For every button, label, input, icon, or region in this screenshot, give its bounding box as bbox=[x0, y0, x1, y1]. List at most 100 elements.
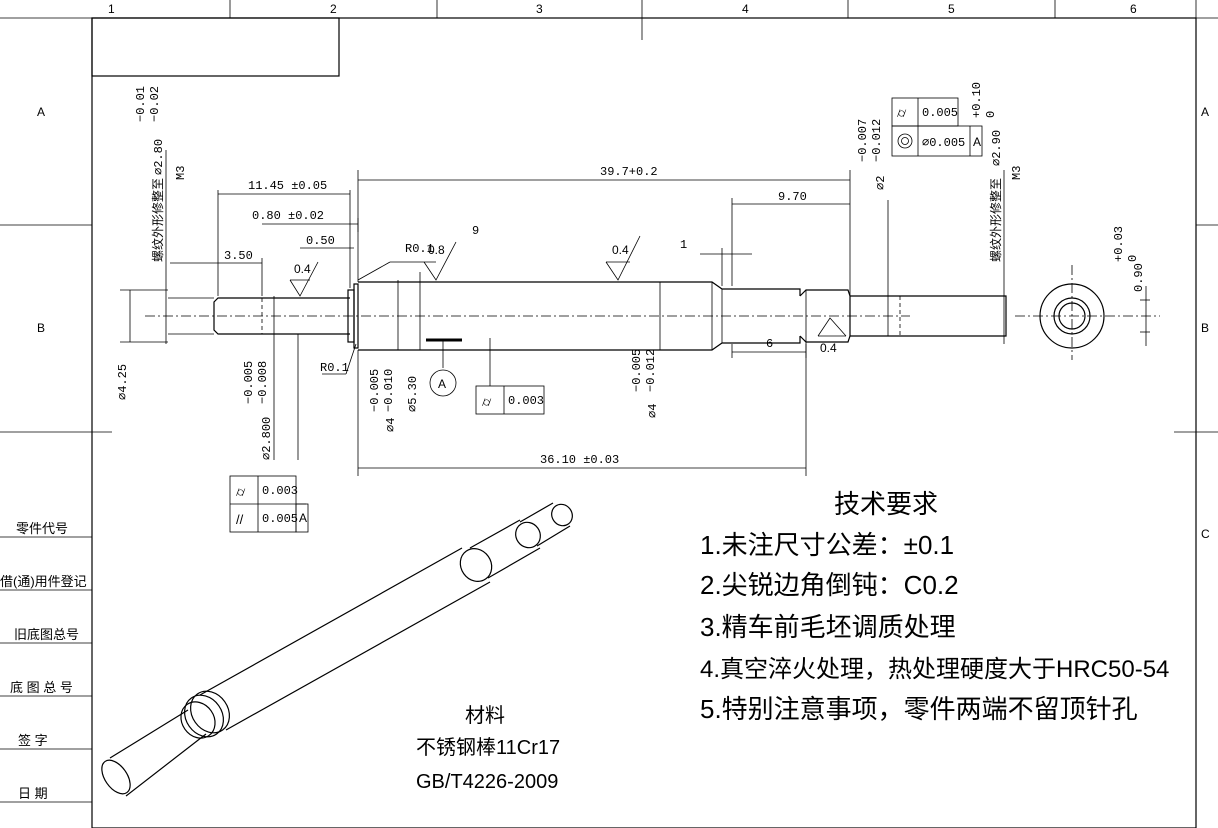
row-letter: B bbox=[37, 321, 45, 335]
side-table-label: 底 图 总 号 bbox=[10, 680, 73, 695]
tolerance-line: 0 bbox=[1126, 255, 1140, 262]
parallelism-symbol: // bbox=[236, 512, 244, 527]
col-number: 3 bbox=[536, 2, 543, 16]
side-table-label: 旧底图总号 bbox=[14, 627, 79, 642]
dimension-lines bbox=[120, 150, 1150, 476]
tech-item: 2.尖锐边角倒钝：C0.2 bbox=[700, 570, 959, 600]
dim-text: M3 bbox=[1010, 166, 1024, 180]
gdt-value: 0.003 bbox=[508, 394, 544, 408]
dim-text: ∅2.800 bbox=[260, 417, 274, 460]
tech-item: 5.特别注意事项，零件两端不留顶针孔 bbox=[700, 694, 1138, 724]
dim-text: ∅4 bbox=[646, 404, 660, 418]
dim-text: 9.70 bbox=[778, 190, 807, 204]
side-table-label: 签 字 bbox=[18, 733, 48, 748]
gdt-ref: A bbox=[299, 511, 307, 525]
tolerance: +0.030 bbox=[1112, 226, 1140, 262]
concentricity-symbol bbox=[897, 133, 913, 149]
tolerance-line: −0.005 bbox=[368, 369, 382, 412]
tolerance-line: −0.012 bbox=[870, 119, 884, 162]
tolerance-line: −0.010 bbox=[382, 369, 396, 412]
tolerance-line: −0.012 bbox=[644, 349, 658, 392]
tolerance-line: −0.007 bbox=[856, 119, 870, 162]
tolerance-line: −0.005 bbox=[242, 361, 256, 404]
tolerance: −0.01−0.02 bbox=[134, 86, 162, 122]
row-letter: A bbox=[1201, 105, 1209, 119]
gdt-value: 0.003 bbox=[262, 484, 298, 498]
tech-item: 1.未注尺寸公差：±0.1 bbox=[700, 530, 954, 560]
cylindricity-symbol: ⌭ bbox=[482, 394, 492, 409]
side-table-label: 借(通)用件登记 bbox=[0, 574, 87, 589]
shaft-outline bbox=[145, 281, 1007, 351]
tech-item: 4.真空淬火处理，热处理硬度大于HRC50-54 bbox=[700, 656, 1169, 683]
material-label: 材料 bbox=[465, 704, 505, 727]
side-table-label: 日 期 bbox=[18, 786, 48, 801]
tolerance: −0.005−0.008 bbox=[242, 361, 270, 404]
gdt-ref: A bbox=[973, 135, 981, 149]
datum-label: A bbox=[438, 377, 446, 391]
dim-text: 0.80 ±0.02 bbox=[252, 209, 324, 223]
end-view bbox=[1015, 265, 1160, 360]
tolerance-line: −0.005 bbox=[630, 349, 644, 392]
tolerance: −0.005−0.010 bbox=[368, 369, 396, 412]
row-letter: B bbox=[1201, 321, 1209, 335]
roughness-value: 0.4 bbox=[294, 262, 311, 276]
roughness-value: 0.4 bbox=[820, 341, 837, 355]
tolerance-line: 0 bbox=[984, 111, 998, 118]
dim-text: 0.50 bbox=[306, 234, 335, 248]
gdt-value: ∅0.005 bbox=[922, 136, 965, 150]
tolerance-texts: −0.005−0.008 −0.005−0.010 −0.005−0.012 −… bbox=[134, 82, 1140, 412]
dim-text: ∅2 bbox=[874, 176, 888, 190]
tech-item: 3.精车前毛坯调质处理 bbox=[700, 612, 956, 642]
gdt-left: ⌭ // 0.003 0.005 A bbox=[229, 475, 309, 533]
col-number: 6 bbox=[1130, 2, 1137, 16]
dim-text: ∅2.90 bbox=[990, 130, 1004, 166]
col-number: 5 bbox=[948, 2, 955, 16]
tolerance-line: −0.02 bbox=[148, 86, 162, 122]
tolerance-line: −0.008 bbox=[256, 361, 270, 404]
row-letter: C bbox=[1201, 527, 1210, 541]
dim-text: 9 bbox=[472, 224, 479, 238]
datum-a: A bbox=[426, 338, 462, 397]
material-note: 材料 不锈钢棒11Cr17 GB/T4226-2009 bbox=[416, 704, 560, 793]
row-letter: A bbox=[37, 105, 45, 119]
dim-text: ∅5.30 bbox=[406, 376, 420, 412]
dim-text: R0.1 bbox=[405, 242, 434, 256]
dim-text: ∅4 bbox=[384, 418, 398, 432]
tech-requirements: 技术要求 1.未注尺寸公差：±0.1 2.尖锐边角倒钝：C0.2 3.精车前毛坯… bbox=[700, 489, 1169, 724]
tolerance: −0.005−0.012 bbox=[630, 349, 658, 392]
tolerance-line: +0.10 bbox=[970, 82, 984, 118]
tolerance: −0.007−0.012 bbox=[856, 119, 884, 162]
dim-text: 螺纹外形修整至 bbox=[150, 178, 165, 262]
dim-text: 0.90 bbox=[1132, 263, 1146, 292]
side-table-label: 零件代号 bbox=[16, 521, 68, 536]
dim-text: 11.45 ±0.05 bbox=[248, 179, 327, 193]
roughness-value: 0.8 bbox=[428, 243, 445, 257]
cylindricity-symbol: ⌭ bbox=[897, 105, 907, 120]
cylindricity-symbol: ⌭ bbox=[236, 484, 246, 499]
col-number: 4 bbox=[742, 2, 749, 16]
material-standard: GB/T4226-2009 bbox=[416, 771, 558, 793]
side-table: 零件代号 借(通)用件登记 旧底图总号 底 图 总 号 签 字 日 期 bbox=[0, 521, 92, 803]
tolerance-line: −0.01 bbox=[134, 86, 148, 122]
isometric-view bbox=[101, 502, 573, 797]
col-number: 1 bbox=[108, 2, 115, 16]
dim-text: ∅4.25 bbox=[116, 364, 130, 400]
gdt-mid: ⌭ 0.003 bbox=[475, 338, 545, 415]
dim-text: 3.50 bbox=[224, 249, 253, 263]
dim-text: R0.1 bbox=[320, 361, 349, 375]
dim-text: 39.7+0.2 bbox=[600, 165, 658, 179]
tolerance: +0.100 bbox=[970, 82, 998, 118]
dim-text: ∅2.80 bbox=[152, 139, 166, 175]
dim-text: M3 bbox=[174, 166, 188, 180]
dim-text: 螺纹外形修整至 bbox=[988, 178, 1003, 262]
roughness-symbols: 0.4 0.4 0.4 0.8 bbox=[289, 235, 847, 355]
col-number: 2 bbox=[330, 2, 337, 16]
dim-text: 1 bbox=[680, 238, 687, 252]
roughness-value: 0.4 bbox=[612, 243, 629, 257]
dim-text: 6 bbox=[766, 337, 773, 351]
tolerance-line: +0.03 bbox=[1112, 226, 1126, 262]
material-name: 不锈钢棒11Cr17 bbox=[416, 736, 560, 759]
dim-text: 36.10 ±0.03 bbox=[540, 453, 619, 467]
gdt-value: 0.005 bbox=[922, 106, 958, 120]
